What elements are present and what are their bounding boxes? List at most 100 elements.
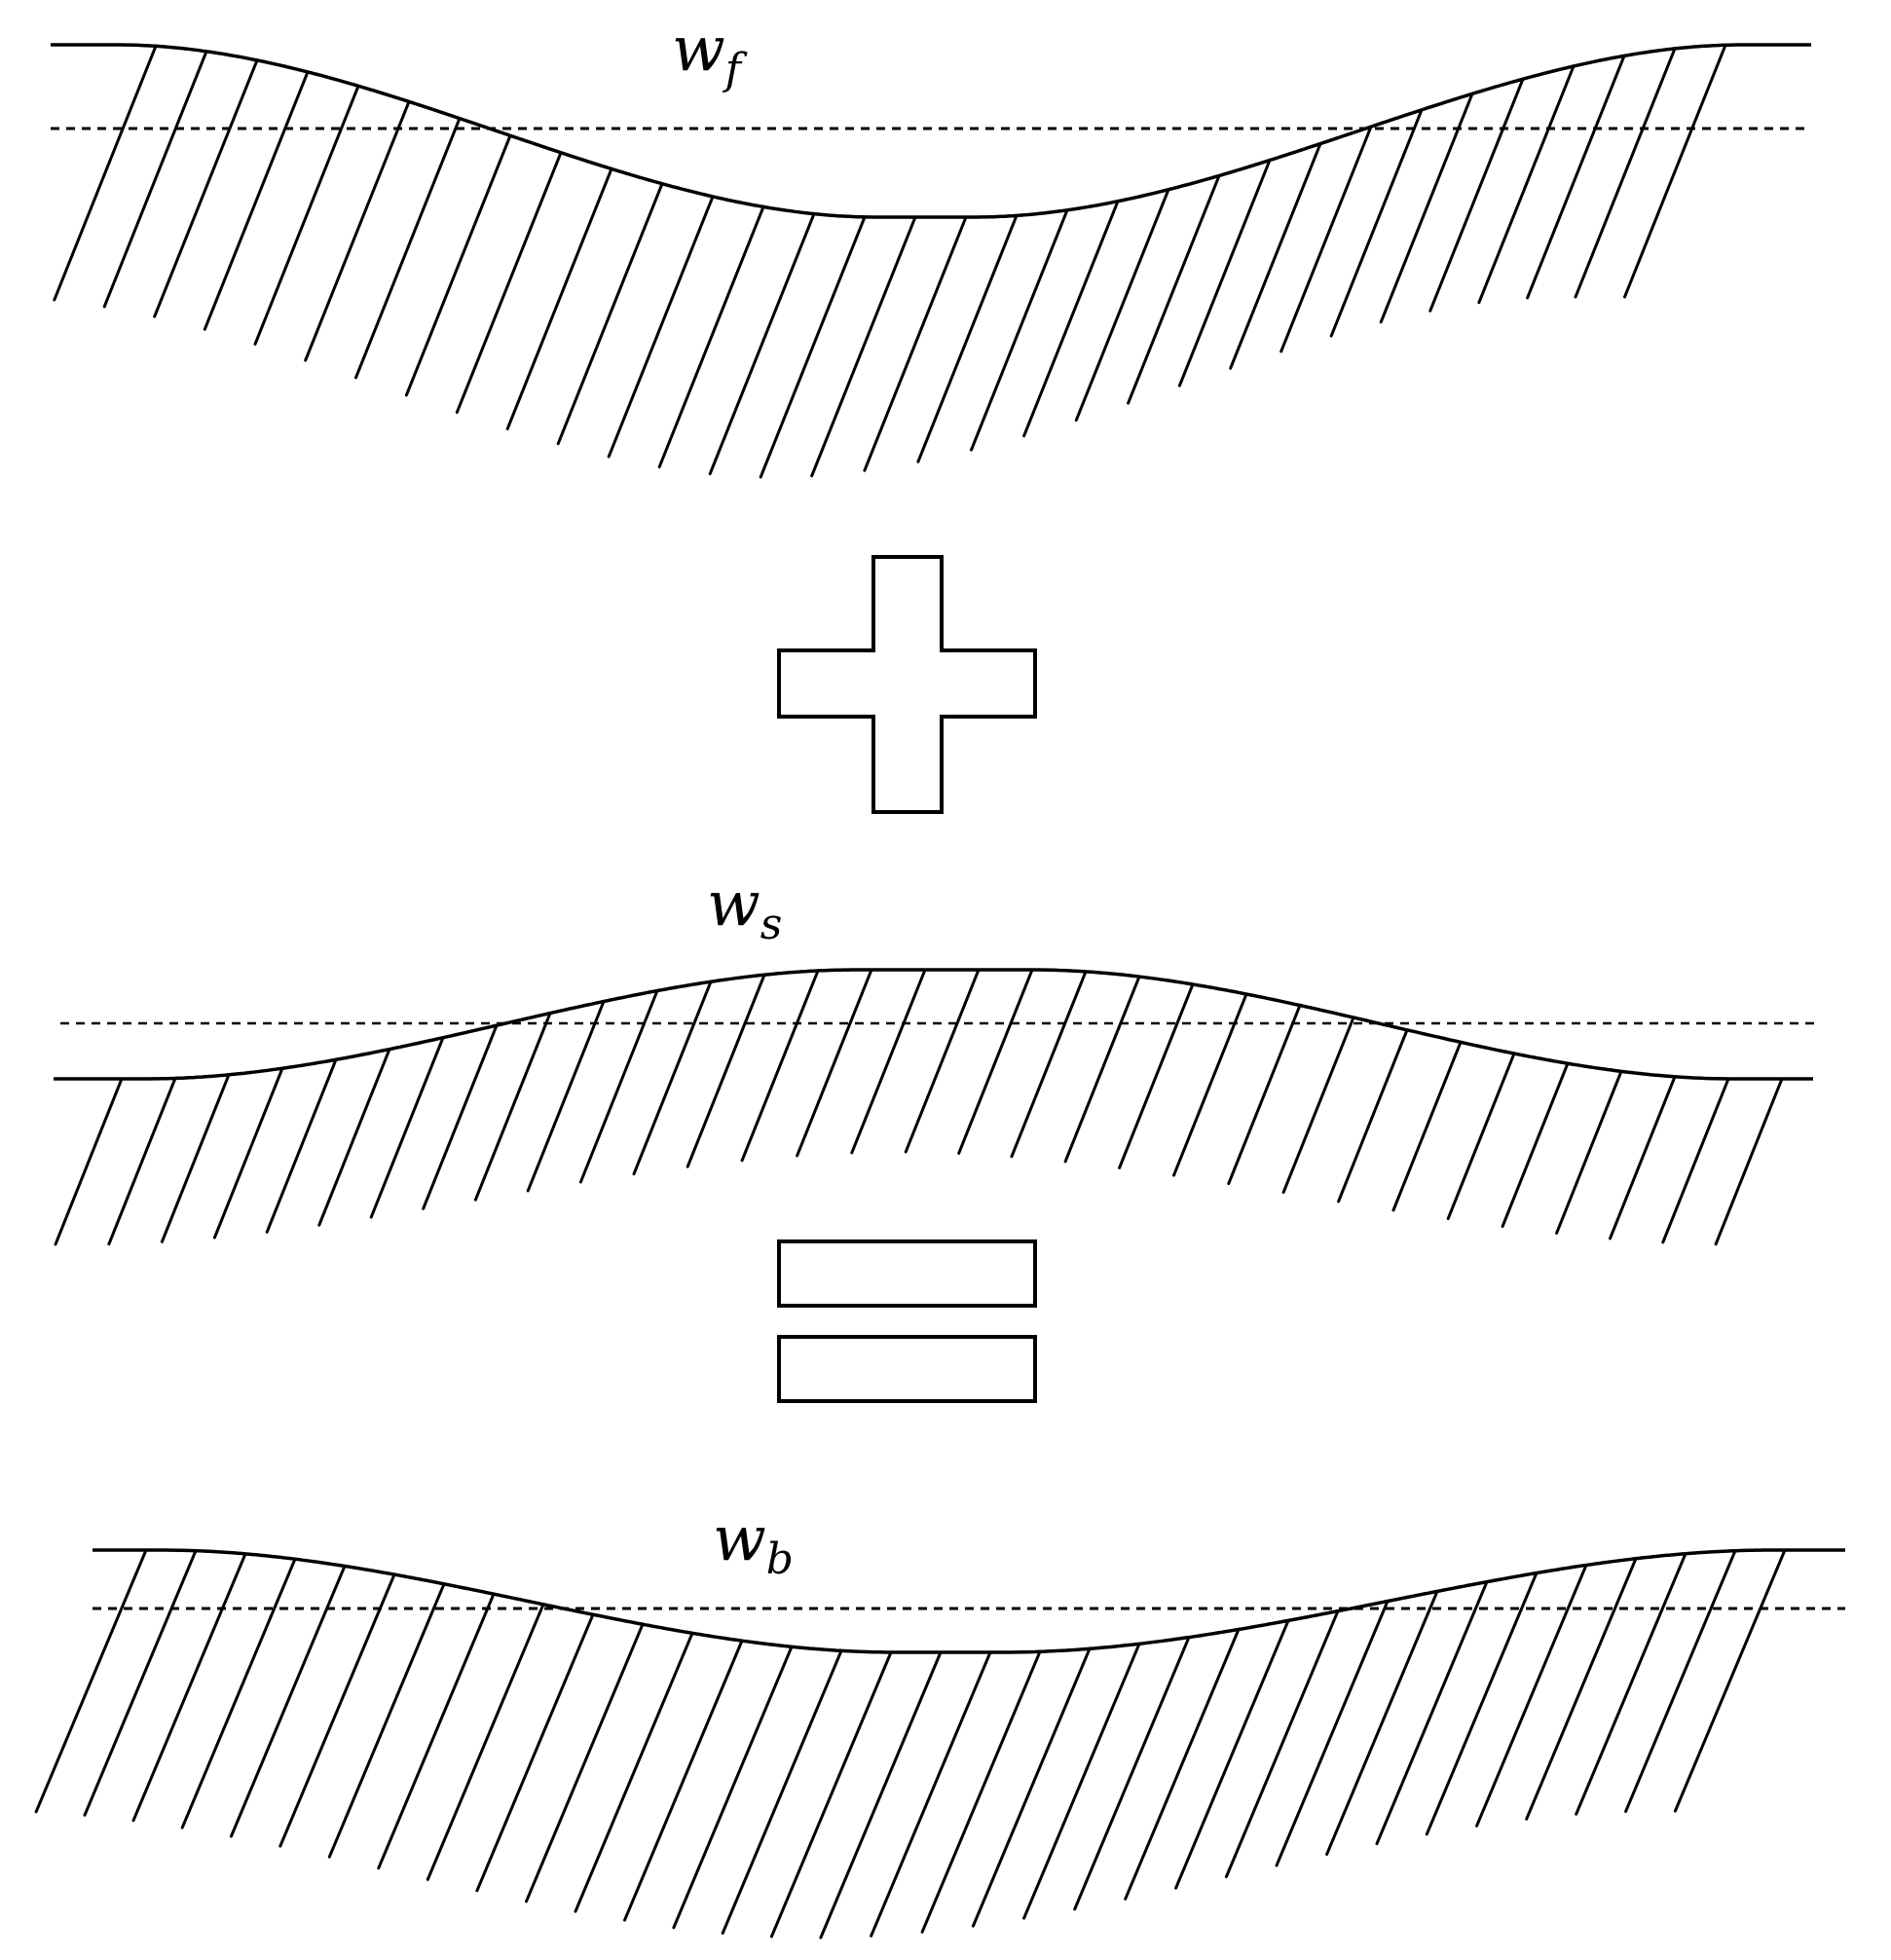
panel-wb-hatch-line xyxy=(819,1650,943,1940)
panel-wb-hatch-line xyxy=(475,1612,595,1893)
panel-wf-hatch-line xyxy=(102,50,208,309)
panel-wb-hatch-line xyxy=(672,1645,794,1930)
panel-ws-hatch-line xyxy=(632,980,713,1176)
panel-wf-hatch-line xyxy=(1022,200,1120,438)
panel-wf-hatch-line xyxy=(1379,92,1474,324)
panel-ws-hatch-line xyxy=(54,1077,124,1246)
panel-wf-hatch-line xyxy=(1127,174,1221,405)
panel-wb-hatch-line xyxy=(1073,1636,1191,1911)
panel-ws-label: ws xyxy=(707,869,782,949)
equals-operator xyxy=(777,1239,1037,1403)
panel-wf-hatch-line xyxy=(810,215,917,478)
panel-wb-hatch-line xyxy=(525,1622,645,1904)
panel-ws-hatch-line xyxy=(160,1073,231,1243)
panel-wf-hatch-line xyxy=(970,208,1069,452)
panel-wb-hatch-line xyxy=(1224,1609,1340,1878)
panel-ws-hatch-line xyxy=(1555,1069,1623,1235)
panel-ws-hatch-line xyxy=(686,973,766,1168)
panel-wf-hatch-line xyxy=(203,70,310,331)
panel-ws-hatch-line xyxy=(369,1036,445,1219)
panel-ws-hatch-line xyxy=(1063,975,1141,1164)
panel-wf-hatch-line xyxy=(1526,54,1626,300)
panel-ws-hatch-line xyxy=(796,968,873,1158)
panel-ws-hatching xyxy=(54,968,1784,1246)
panel-wf-hatch-line xyxy=(455,151,563,414)
panel-ws-hatch-line xyxy=(957,968,1034,1155)
panel-wb-label: wb xyxy=(713,1503,794,1584)
panel-ws-hatch-line xyxy=(578,989,659,1184)
panel-wb-hatch-line xyxy=(1275,1600,1390,1868)
panel-wb-hatch-line xyxy=(1525,1557,1638,1821)
panel-ws: ws xyxy=(54,869,1817,1246)
panel-ws-hatch-line xyxy=(1010,970,1088,1159)
plus-operator xyxy=(777,555,1037,814)
panel-wb-hatch-line xyxy=(574,1631,694,1913)
panel-ws-hatch-line xyxy=(1337,1028,1409,1203)
panel-wb-hatch-line xyxy=(131,1552,247,1823)
panel-wb-hatch-line xyxy=(377,1592,496,1870)
panel-wf-hatch-line xyxy=(404,133,512,397)
panel-ws-hatch-line xyxy=(265,1057,338,1234)
panel-ws-hatch-line xyxy=(1609,1075,1677,1240)
panel-wb-hatch-line xyxy=(327,1582,446,1859)
panel-wb-hatch-line xyxy=(920,1649,1042,1934)
panel-wf-hatch-line xyxy=(1428,77,1525,313)
panel-wb-hatch-line xyxy=(1575,1552,1687,1816)
panel-wf-hatch-line xyxy=(1177,159,1272,388)
panel-wb-hatch-line xyxy=(180,1557,297,1830)
equals-operator-top-bar xyxy=(777,1239,1037,1308)
panel-wf-label: wf xyxy=(672,14,748,94)
panel-wf-hatch-line xyxy=(253,84,360,346)
panel-wb-hatch-line xyxy=(1174,1618,1290,1890)
panel-wb-hatch-line xyxy=(769,1650,893,1939)
panel-wb-hatch-line xyxy=(1673,1548,1787,1813)
panel-ws-hatch-line xyxy=(1227,1004,1302,1186)
panel-wf-hatch-line xyxy=(916,213,1019,463)
panel-ws-hatch-line xyxy=(526,1000,606,1193)
panel-wf-hatch-line xyxy=(354,117,462,380)
panel-wf-hatch-line xyxy=(153,58,259,318)
equals-operator-bottom-bar xyxy=(777,1335,1037,1403)
panel-ws-hatch-line xyxy=(1714,1077,1784,1246)
panel-wb-hatch-line xyxy=(1022,1642,1141,1920)
panel-wf-hatch-line xyxy=(1477,64,1576,305)
panel-ws-hatch-line xyxy=(1391,1040,1463,1212)
panel-wb-hatch-line xyxy=(1624,1549,1737,1813)
panel-wf-hatch-line xyxy=(1074,188,1170,422)
panel-wb: wb xyxy=(34,1503,1845,1940)
panel-ws-hatch-line xyxy=(422,1023,499,1210)
panel-wf-hatch-line xyxy=(53,44,158,302)
panel-wf-hatch-line xyxy=(304,99,411,362)
panel-ws-hatch-line xyxy=(1281,1016,1355,1195)
panel-wb-hatch-line xyxy=(1124,1628,1241,1901)
panel-ws-hatch-line xyxy=(212,1066,284,1239)
panel-wb-hatching xyxy=(34,1548,1787,1940)
panel-wf-hatch-line xyxy=(863,215,968,472)
panel-wb-hatch-line xyxy=(971,1646,1092,1928)
panel-wf-hatch-line xyxy=(708,212,816,476)
panel-wb-hatch-line xyxy=(229,1564,347,1838)
panel-ws-hatch-line xyxy=(740,969,820,1163)
panel-wf-hatch-line xyxy=(556,182,664,446)
panel-wb-hatch-line xyxy=(426,1603,545,1881)
panel-wf-hatch-line xyxy=(607,195,715,459)
panel-wb-hatch-line xyxy=(870,1650,992,1938)
panel-wf-hatching xyxy=(53,43,1727,479)
panel-wf-hatch-line xyxy=(505,166,613,430)
panel-wf-hatch-line xyxy=(1229,142,1322,370)
panel-wb-hatch-line xyxy=(34,1548,148,1814)
panel-wf-hatch-line xyxy=(1329,108,1424,338)
panel-wf-hatch-line xyxy=(1279,125,1373,353)
panel-wf: wf xyxy=(51,14,1811,479)
panel-wb-hatch-line xyxy=(623,1639,744,1922)
panel-wf-hatch-line xyxy=(1623,43,1727,299)
panel-ws-hatch-line xyxy=(107,1076,177,1246)
panel-ws-hatch-line xyxy=(1661,1077,1730,1244)
panel-wb-hatch-line xyxy=(83,1549,198,1817)
panel-wf-hatch-line xyxy=(1574,47,1677,299)
panel-ws-hatch-line xyxy=(850,968,927,1155)
panel-wf-surface xyxy=(51,43,1811,219)
panel-wb-hatch-line xyxy=(1475,1563,1588,1828)
panel-ws-hatch-line xyxy=(473,1012,552,1202)
panel-wf-hatch-line xyxy=(657,204,765,468)
